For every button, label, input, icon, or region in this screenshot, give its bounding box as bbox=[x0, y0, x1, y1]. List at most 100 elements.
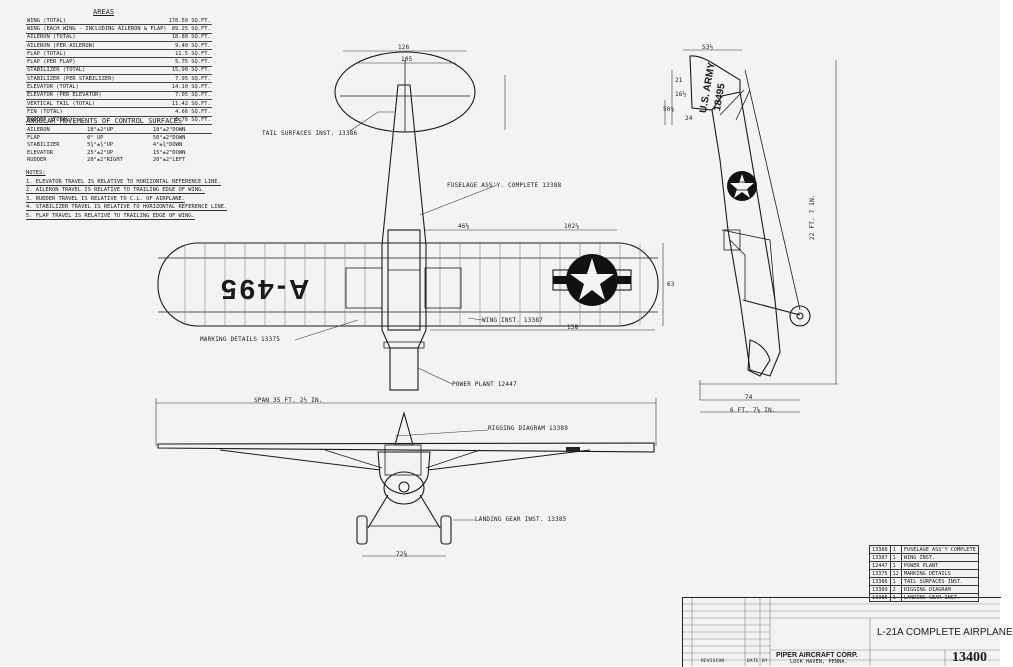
table-row: STABILIZER (PER STABILIZER)7.95 SQ.FT. bbox=[26, 74, 212, 84]
part-name: RIGGING DIAGRAM bbox=[900, 585, 979, 594]
callout-landing-gear: LANDING GEAR INST. 13385 bbox=[475, 516, 567, 523]
dim-side-ground: 74 bbox=[745, 394, 753, 401]
area-value: 11.5 SQ.FT. bbox=[167, 49, 212, 59]
surface-label: ELEVATOR bbox=[27, 149, 53, 156]
callout-rigging: RIGGING DIAGRAM 13389 bbox=[488, 425, 569, 432]
note-item: 4. STABILIZER TRAVEL IS RELATIVE TO HORI… bbox=[26, 203, 228, 212]
dim-side-d: 24 bbox=[685, 115, 693, 122]
area-label: AILERON (TOTAL) bbox=[26, 33, 168, 42]
surface-label: STABILIZER bbox=[27, 142, 60, 149]
area-value: 7.95 SQ.FT. bbox=[167, 74, 212, 84]
title-block-grid bbox=[682, 597, 1000, 666]
travel-up: 5¾°±¾°UP bbox=[87, 142, 114, 149]
table-row: WING (EACH WING - INCLUDING AILERON & FL… bbox=[26, 24, 212, 34]
by-label: BY bbox=[762, 659, 768, 664]
table-row: AILERON (PER AILERON)9.40 SQ.FT. bbox=[26, 41, 212, 51]
dim-wing-b: 102⅞ bbox=[564, 223, 580, 230]
area-label: RUDDER (TOTAL) bbox=[26, 116, 168, 125]
front-view bbox=[155, 398, 657, 557]
area-label: WING (TOTAL) bbox=[26, 17, 168, 26]
area-value: 18.80 SQ.FT. bbox=[167, 33, 212, 42]
dim-tail-span: 126 bbox=[398, 44, 410, 51]
callout-tail-surfaces: TAIL SURFACES INST. 13386 bbox=[262, 130, 358, 137]
dim-wing-chord: 63 bbox=[667, 281, 675, 288]
note-item: 3. RUDDER TRAVEL IS RELATIVE TO C.L. OF … bbox=[26, 195, 227, 204]
table-row: WING (TOTAL)178.50 SQ.FT. bbox=[26, 17, 212, 26]
area-label: FLAP (TOTAL) bbox=[26, 49, 168, 59]
area-value: 5.75 SQ.FT. bbox=[167, 57, 212, 67]
area-value: 4.66 SQ.FT. bbox=[167, 107, 212, 117]
travel-up: 18°±2°UP bbox=[86, 126, 152, 135]
table-row: FIN (TOTAL)4.66 SQ.FT. bbox=[26, 107, 212, 117]
part-qty: 2 bbox=[889, 585, 902, 594]
dim-side-ground-b: 6 FT. 7⅛ IN. bbox=[730, 407, 776, 414]
areas-table: WING (TOTAL)178.50 SQ.FT. WING (EACH WIN… bbox=[26, 17, 212, 125]
part-name: MARKING DETAILS bbox=[900, 569, 979, 578]
callout-power-plant: POWER PLANT 12447 bbox=[452, 381, 517, 388]
area-value: 89.25 SQ.FT. bbox=[167, 24, 212, 34]
travel-down: 20°±2°LEFT bbox=[152, 156, 186, 163]
note-text: 3. RUDDER TRAVEL IS RELATIVE TO C.L. OF … bbox=[26, 195, 186, 203]
travel-up: 25°±2°UP bbox=[87, 149, 114, 156]
travel-down: 50°±2°DOWN bbox=[152, 134, 186, 141]
travel-down: 15°±2°DOWN bbox=[152, 149, 186, 156]
notes-heading: NOTES: bbox=[26, 170, 46, 176]
part-name: TAIL SURFACES INST. bbox=[900, 577, 979, 586]
part-name: WING INST. bbox=[900, 553, 979, 562]
note-text: 5. FLAP TRAVEL IS RELATIVE TO TRAILING E… bbox=[26, 212, 195, 220]
area-label: FLAP (PER FLAP) bbox=[26, 57, 168, 67]
dim-side-b: 16½ bbox=[675, 91, 687, 98]
dim-side-a: 21 bbox=[675, 77, 683, 84]
callout-marking: MARKING DETAILS 13375 bbox=[200, 336, 281, 343]
area-value: 15.90 SQ.FT. bbox=[167, 66, 212, 76]
callout-wing-inst: WING INST. 13387 bbox=[482, 317, 543, 324]
part-qty: 1 bbox=[889, 577, 902, 586]
part-number: 13386 bbox=[869, 577, 891, 586]
part-qty: 1 bbox=[889, 545, 902, 554]
area-label: WING (EACH WING - INCLUDING AILERON & FL… bbox=[26, 24, 168, 34]
part-number: 13387 bbox=[869, 553, 891, 562]
area-label: FIN (TOTAL) bbox=[26, 107, 168, 117]
area-label: VERTICAL TAIL (TOTAL) bbox=[26, 99, 168, 109]
part-qty: 1 bbox=[889, 553, 902, 562]
area-label: AILERON (PER AILERON) bbox=[26, 41, 168, 51]
callout-fuselage: FUSELAGE ASS'Y. COMPLETE 13388 bbox=[447, 182, 562, 189]
table-row: ELEVATOR (TOTAL)14.10 SQ.FT. bbox=[26, 82, 212, 92]
dim-span: SPAN 35 FT. 2½ IN. bbox=[254, 397, 323, 404]
note-item: 1. ELEVATOR TRAVEL IS RELATIVE TO HORIZO… bbox=[26, 178, 227, 187]
part-qty: 12 bbox=[889, 569, 902, 578]
areas-heading: AREAS bbox=[93, 8, 115, 16]
area-label: STABILIZER (PER STABILIZER) bbox=[26, 74, 168, 84]
dim-side-height: 22 FT. 7 IN. bbox=[809, 194, 816, 240]
dim-side-top: 53½ bbox=[702, 44, 714, 51]
area-value: 6.76 SQ.FT. bbox=[167, 116, 212, 125]
part-number: 13389 bbox=[869, 585, 891, 594]
area-label: ELEVATOR (TOTAL) bbox=[26, 82, 168, 92]
table-row: STABILIZER (TOTAL)15.90 SQ.FT. bbox=[26, 66, 212, 76]
part-qty: 1 bbox=[889, 561, 902, 570]
area-label: ELEVATOR (PER ELEVATOR) bbox=[26, 91, 168, 100]
dim-wing-a: 46⅛ bbox=[458, 223, 470, 230]
surface-label: FLAP bbox=[27, 134, 40, 141]
table-row: VERTICAL TAIL (TOTAL)11.42 SQ.FT. bbox=[26, 99, 212, 109]
note-text: 2. AILERON TRAVEL IS RELATIVE TO TRAILIN… bbox=[26, 187, 205, 195]
part-number: 13375 bbox=[869, 569, 891, 578]
note-item: 2. AILERON TRAVEL IS RELATIVE TO TRAILIN… bbox=[26, 186, 227, 195]
travel-down: 18°±2°DOWN bbox=[151, 126, 212, 135]
table-row: ELEVATOR (PER ELEVATOR)7.05 SQ.FT. bbox=[26, 91, 212, 100]
part-number: 12447 bbox=[869, 561, 891, 570]
surface-label: RUDDER bbox=[27, 156, 47, 163]
note-text: 4. STABILIZER TRAVEL IS RELATIVE TO HORI… bbox=[26, 204, 228, 212]
